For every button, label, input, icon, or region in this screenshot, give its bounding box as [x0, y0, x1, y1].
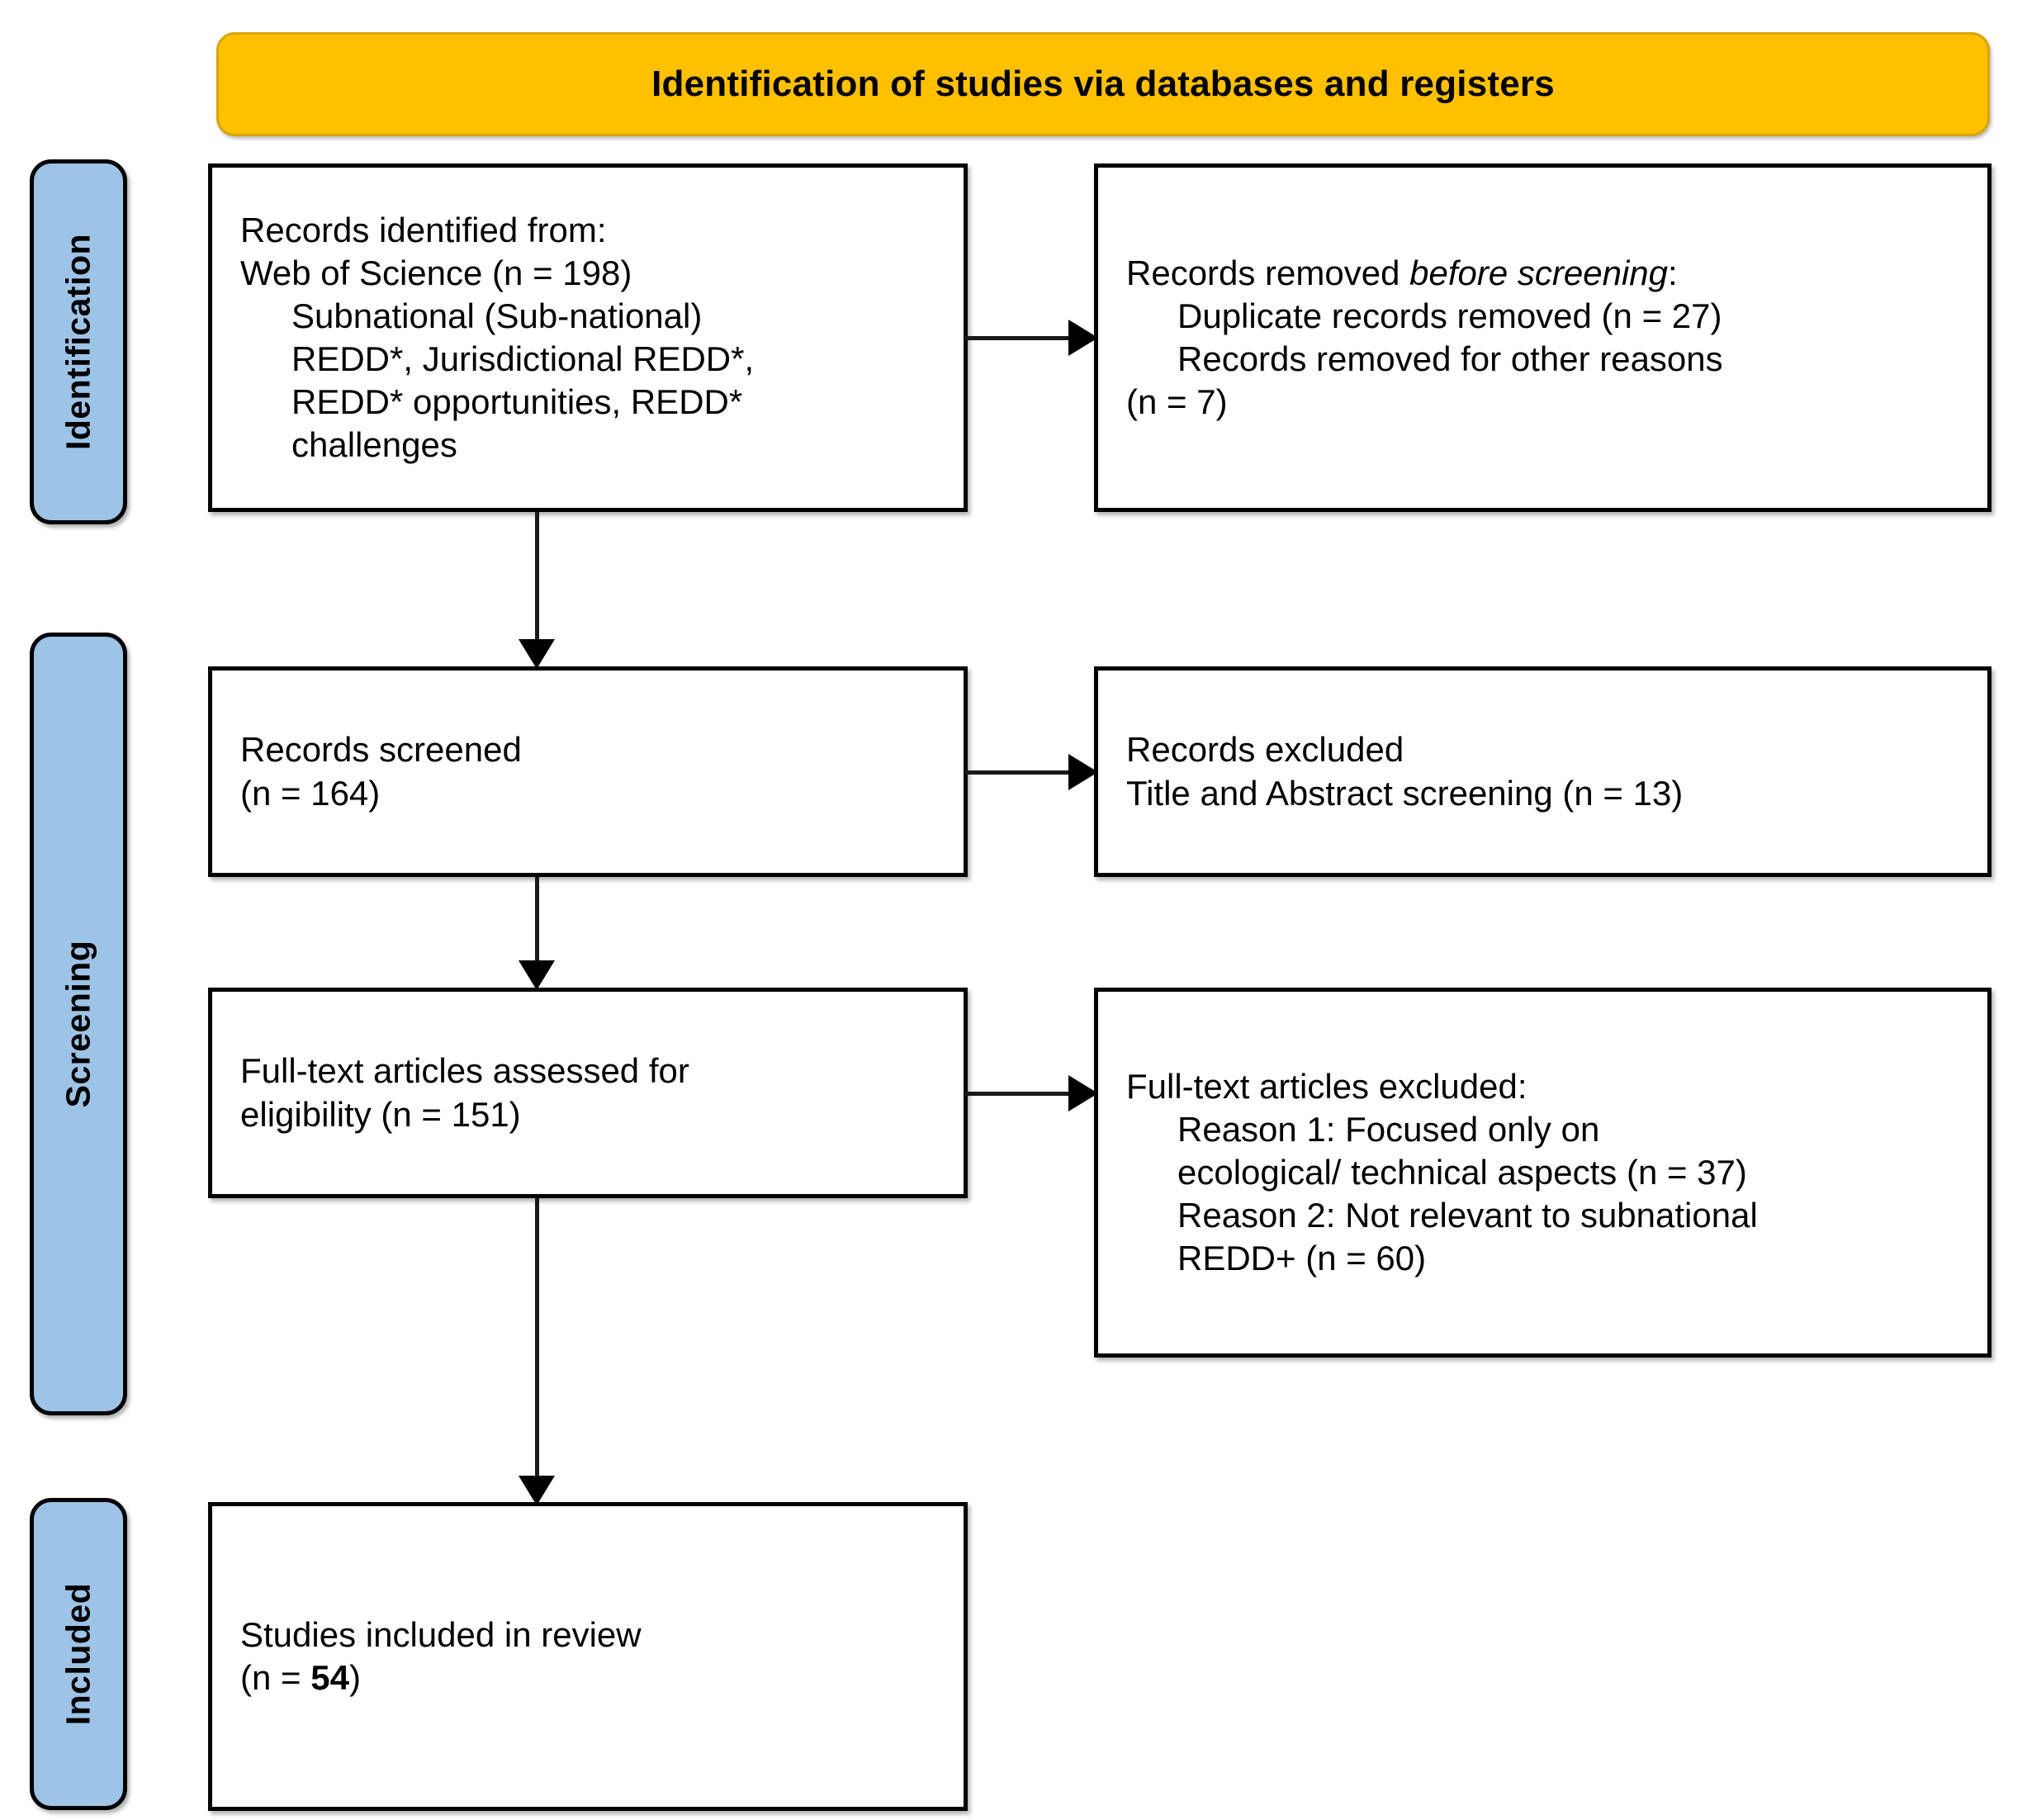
- stage-sidebar-screening: Screening: [30, 633, 127, 1415]
- box-fulltext-excluded: Full-text articles excluded: Reason 1: F…: [1094, 988, 1991, 1358]
- arrow-shaft: [535, 877, 539, 960]
- records-identified-line5: REDD* opportunities, REDD*: [291, 382, 743, 422]
- box-studies-included: Studies included in review (n = 54): [208, 1502, 968, 1811]
- studies-included-count-suffix: ): [348, 1658, 361, 1697]
- studies-included-count-prefix: (n =: [240, 1658, 311, 1697]
- records-removed-line4: (n = 7): [1126, 382, 1228, 422]
- arrow-shaft: [964, 770, 1068, 775]
- arrow-fulltext-to-included: [485, 1198, 589, 1505]
- stage-label-identification: Identification: [59, 233, 97, 451]
- records-identified-line1: Records identified from:: [240, 210, 607, 249]
- arrow-shaft: [535, 1198, 539, 1476]
- stage-sidebar-included: Included: [30, 1498, 127, 1810]
- studies-included-line2: (n = 54): [240, 1656, 935, 1699]
- records-identified-line3: Subnational (Sub-national): [291, 296, 703, 335]
- records-identified-line4: REDD*, Jurisdictional REDD*,: [291, 339, 755, 378]
- box-records-identified: Records identified from: Web of Science …: [208, 164, 968, 512]
- stage-label-screening: Screening: [59, 940, 97, 1108]
- records-removed-line1-suffix: :: [1668, 253, 1678, 292]
- arrow-shaft: [964, 336, 1068, 340]
- records-removed-line1: Records removed before screening:: [1126, 252, 1959, 295]
- arrow-shaft: [964, 1092, 1068, 1096]
- arrow-shaft: [535, 512, 539, 639]
- studies-included-line1: Studies included in review: [240, 1614, 642, 1654]
- stage-sidebar-identification: Identification: [30, 159, 127, 524]
- arrow-fulltext-to-excluded: [964, 1064, 1098, 1122]
- records-removed-line2: Duplicate records removed (n = 27): [1177, 296, 1722, 335]
- box-records-excluded: Records excluded Title and Abstract scre…: [1094, 666, 1991, 877]
- records-identified-line2: Web of Science (n = 198): [240, 253, 632, 292]
- fulltext-excluded-line5: REDD+ (n = 60): [1177, 1239, 1427, 1278]
- stage-label-included: Included: [59, 1582, 97, 1726]
- arrow-identified-to-screened: [485, 512, 589, 669]
- box-fulltext-assessed: Full-text articles assessed for eligibil…: [208, 988, 968, 1198]
- records-excluded-line2: Title and Abstract screening (n = 13): [1126, 773, 1684, 813]
- box-records-screened: Records screened (n = 164): [208, 666, 968, 877]
- studies-included-count: 54: [310, 1658, 349, 1697]
- arrow-screened-to-fulltext: [485, 877, 589, 990]
- fulltext-excluded-line3: ecological/ technical aspects (n = 37): [1177, 1152, 1747, 1192]
- arrow-head-right-icon: [1068, 754, 1098, 790]
- arrow-head-down-icon: [519, 1476, 555, 1505]
- arrow-head-down-icon: [519, 639, 555, 669]
- arrow-head-down-icon: [519, 960, 555, 990]
- records-identified-line6: challenges: [291, 425, 457, 465]
- box-records-removed: Records removed before screening: Duplic…: [1094, 164, 1991, 512]
- records-excluded-line1: Records excluded: [1126, 730, 1404, 770]
- records-removed-line3: Records removed for other reasons: [1177, 339, 1723, 378]
- fulltext-excluded-line2: Reason 1: Focused only on: [1177, 1109, 1600, 1149]
- arrow-head-right-icon: [1068, 1075, 1098, 1111]
- arrow-screened-to-excluded: [964, 743, 1098, 801]
- records-screened-line1: Records screened: [240, 730, 522, 770]
- arrow-head-right-icon: [1068, 320, 1098, 356]
- records-removed-line1-prefix: Records removed: [1126, 253, 1410, 292]
- records-screened-line2: (n = 164): [240, 773, 381, 813]
- banner-title: Identification of studies via databases …: [651, 63, 1555, 104]
- diagram-banner: Identification of studies via databases …: [216, 32, 1990, 136]
- fulltext-assessed-line1: Full-text articles assessed for: [240, 1051, 689, 1091]
- fulltext-excluded-line4: Reason 2: Not relevant to subnational: [1177, 1196, 1758, 1235]
- arrow-identified-to-removed: [964, 309, 1098, 367]
- records-removed-line1-italic: before screening: [1409, 253, 1669, 292]
- fulltext-assessed-line2: eligibility (n = 151): [240, 1094, 521, 1134]
- fulltext-excluded-line1: Full-text articles excluded:: [1126, 1066, 1527, 1106]
